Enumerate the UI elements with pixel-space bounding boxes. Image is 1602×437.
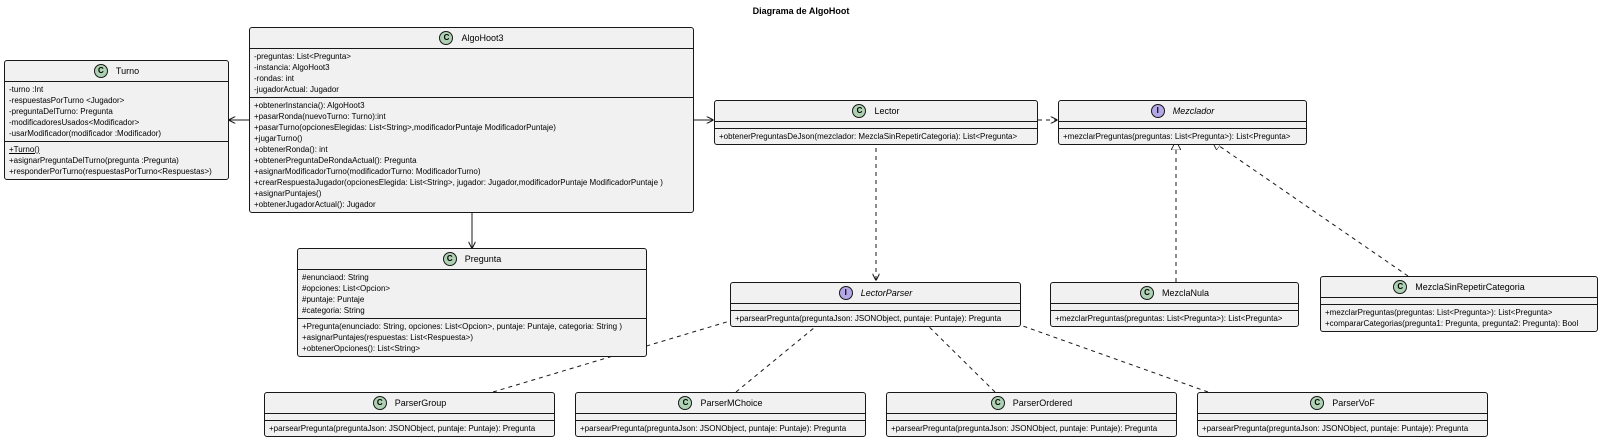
method: +jugarTurno() <box>254 134 303 143</box>
attribute: #categoria: String <box>302 306 365 315</box>
class-badge-icon: C <box>1393 280 1408 294</box>
interface-badge-icon: I <box>1150 104 1165 118</box>
class-name: MezclaNula <box>1161 287 1210 298</box>
method: +obtenerJugadorActual(): Jugador <box>254 200 376 209</box>
method: +obtenerPreguntasDeJson(mezclador: Mezcl… <box>719 132 1018 141</box>
method: +Turno() <box>9 145 40 154</box>
class-pregunta[interactable]: C Pregunta #enunciaod: String #opciones: … <box>297 248 647 357</box>
class-badge-icon: C <box>372 396 387 410</box>
method: +obtenerOpciones(): List<String> <box>302 344 421 353</box>
class-badge-icon: C <box>678 396 693 410</box>
class-name: ParserMChoice <box>700 397 763 408</box>
class-name: MezclaSinRepetirCategoria <box>1415 281 1525 292</box>
method: +mezclarPreguntas(preguntas: List<Pregun… <box>1063 132 1291 141</box>
class-badge-icon: C <box>1139 286 1154 300</box>
method: +asignarPuntajes(respuestas: List<Respue… <box>302 333 473 342</box>
attribute: -usarModificador(modificador :Modificado… <box>9 129 162 138</box>
attribute: -instancia: AlgoHoot3 <box>254 63 330 72</box>
method: +parsearPregunta(preguntaJson: JSONObjec… <box>580 424 847 433</box>
method: +obtenerRonda(): int <box>254 145 328 154</box>
class-name: Lector <box>874 105 900 116</box>
class-badge-icon: C <box>990 396 1005 410</box>
class-name: AlgoHoot3 <box>461 32 504 43</box>
class-mezclasinrepetircategoria[interactable]: C MezclaSinRepetirCategoria +mezclarPregu… <box>1320 276 1598 332</box>
diagram-title: Diagrama de AlgoHoot <box>752 6 850 16</box>
edge-parservof-lectorparser <box>950 300 1209 393</box>
method: +mezclarPreguntas(preguntas: List<Pregun… <box>1325 308 1553 317</box>
attribute: -turno :Int <box>9 85 44 94</box>
interface-mezclador[interactable]: I Mezclador +mezclarPreguntas(preguntas: … <box>1058 100 1307 145</box>
attribute: -preguntaDelTurno: Pregunta <box>9 107 113 116</box>
interface-name: Mezclador <box>1172 105 1215 116</box>
method: +crearRespuestaJugador(opcionesElegida: … <box>254 178 663 187</box>
class-parservof[interactable]: C ParserVoF +parsearPregunta(preguntaJson… <box>1197 392 1488 437</box>
class-parserordered[interactable]: C ParserOrdered +parsearPregunta(pregunta… <box>886 392 1177 437</box>
attribute: -rondas: int <box>254 74 295 83</box>
class-algohoot3[interactable]: C AlgoHoot3 -preguntas: List<Pregunta> -i… <box>249 27 694 213</box>
attribute: #opciones: List<Opcion> <box>302 284 391 293</box>
class-name: ParserGroup <box>394 397 447 408</box>
method: +compararCategorias(pregunta1: Pregunta,… <box>1325 319 1579 328</box>
class-name: Turno <box>115 65 140 76</box>
attribute: -jugadorActual: Jugador <box>254 85 339 94</box>
method: +responderPorTurno(respuestasPorTurno<Re… <box>9 167 212 176</box>
class-badge-icon: C <box>442 252 457 266</box>
class-badge-icon: C <box>852 104 867 118</box>
edge-parserordered-lectorparser <box>902 300 996 393</box>
interface-badge-icon: I <box>838 286 853 300</box>
class-badge-icon: C <box>439 31 454 45</box>
method: +Pregunta(enunciado: String, opciones: L… <box>302 322 622 331</box>
class-badge-icon: C <box>93 64 108 78</box>
class-lector[interactable]: C Lector +obtenerPreguntasDeJson(mezclado… <box>714 100 1038 145</box>
method: +obtenerPreguntaDeRondaActual(): Pregunt… <box>254 156 417 165</box>
method: +mezclarPreguntas(preguntas: List<Pregun… <box>1055 314 1283 323</box>
attribute: #enunciaod: String <box>302 273 369 282</box>
class-name: Pregunta <box>464 253 502 264</box>
attribute: -modificadoresUsados<Modificador> <box>9 118 140 127</box>
class-turno[interactable]: C Turno -turno :Int -respuestasPorTurno <… <box>4 60 229 180</box>
method: +parsearPregunta(preguntaJson: JSONObjec… <box>269 424 536 433</box>
attribute: -preguntas: List<Pregunta> <box>254 52 351 61</box>
method: +asignarPuntajes() <box>254 189 322 198</box>
interface-name: LectorParser <box>860 287 913 298</box>
method: +asignarModificadorTurno(modificadorTurn… <box>254 167 481 176</box>
method: +parsearPregunta(preguntaJson: JSONObjec… <box>735 314 1002 323</box>
class-parsermchoice[interactable]: C ParserMChoice +parsearPregunta(pregunta… <box>575 392 866 437</box>
method: +obtenerInstancia(): AlgoHoot3 <box>254 101 365 110</box>
class-name: ParserOrdered <box>1012 397 1073 408</box>
edge-mezclasinrep-mezclador <box>1212 141 1409 277</box>
method: +parsearPregunta(preguntaJson: JSONObjec… <box>891 424 1158 433</box>
method: +pasarTurno(opcionesElegidas: List<Strin… <box>254 123 556 132</box>
class-parsergroup[interactable]: C ParserGroup +parsearPregunta(preguntaJs… <box>264 392 555 437</box>
interface-lectorparser[interactable]: I LectorParser +parsearPregunta(preguntaJ… <box>730 282 1021 327</box>
class-badge-icon: C <box>1310 396 1325 410</box>
attribute: #puntaje: Puntaje <box>302 295 365 304</box>
method: +asignarPreguntaDelTurno(pregunta :Pregu… <box>9 156 179 165</box>
class-name: ParserVoF <box>1332 397 1375 408</box>
method: +parsearPregunta(preguntaJson: JSONObjec… <box>1202 424 1469 433</box>
class-mezclanula[interactable]: C MezclaNula +mezclarPreguntas(preguntas:… <box>1050 282 1299 327</box>
attribute: -respuestasPorTurno <Jugador> <box>9 96 125 105</box>
method: +pasarRonda(nuevoTurno: Turno):int <box>254 112 386 121</box>
